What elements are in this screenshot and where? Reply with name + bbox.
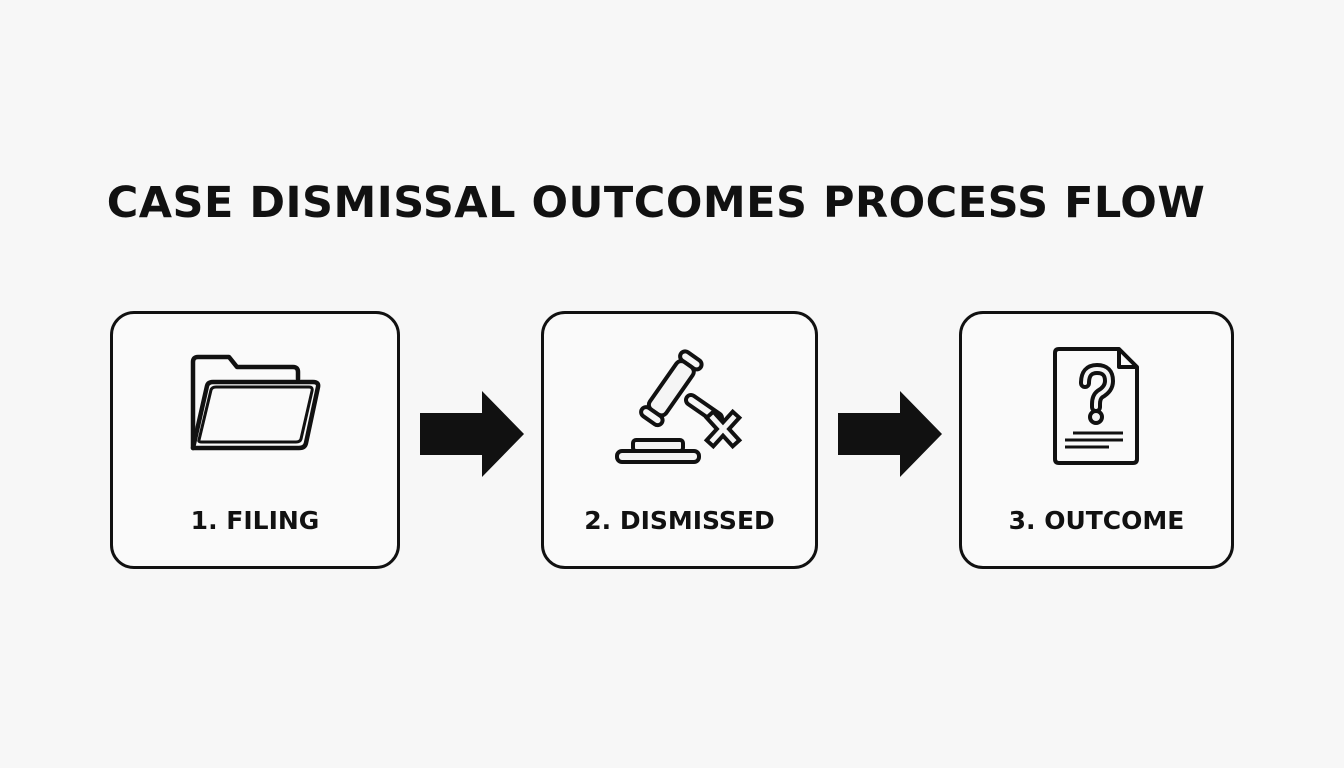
arrow-right-icon [420,391,524,477]
step-dismissed-box: 2. DISMISSED [541,311,818,569]
document-question-icon [1052,347,1139,465]
step-filing-label: 1. FILING [190,506,320,535]
step-outcome-label: 3. OUTCOME [1008,506,1185,535]
gavel-x-icon [614,349,742,464]
step-filing-box: 1. FILING [110,311,400,569]
step-outcome-box: 3. OUTCOME [959,311,1234,569]
diagram-title: CASE DISMISSAL OUTCOMES PROCESS FLOW [106,178,1206,228]
step-dismissed-label: 2. DISMISSED [584,506,775,535]
folder-icon [190,354,321,451]
arrow-right-icon [838,391,942,477]
